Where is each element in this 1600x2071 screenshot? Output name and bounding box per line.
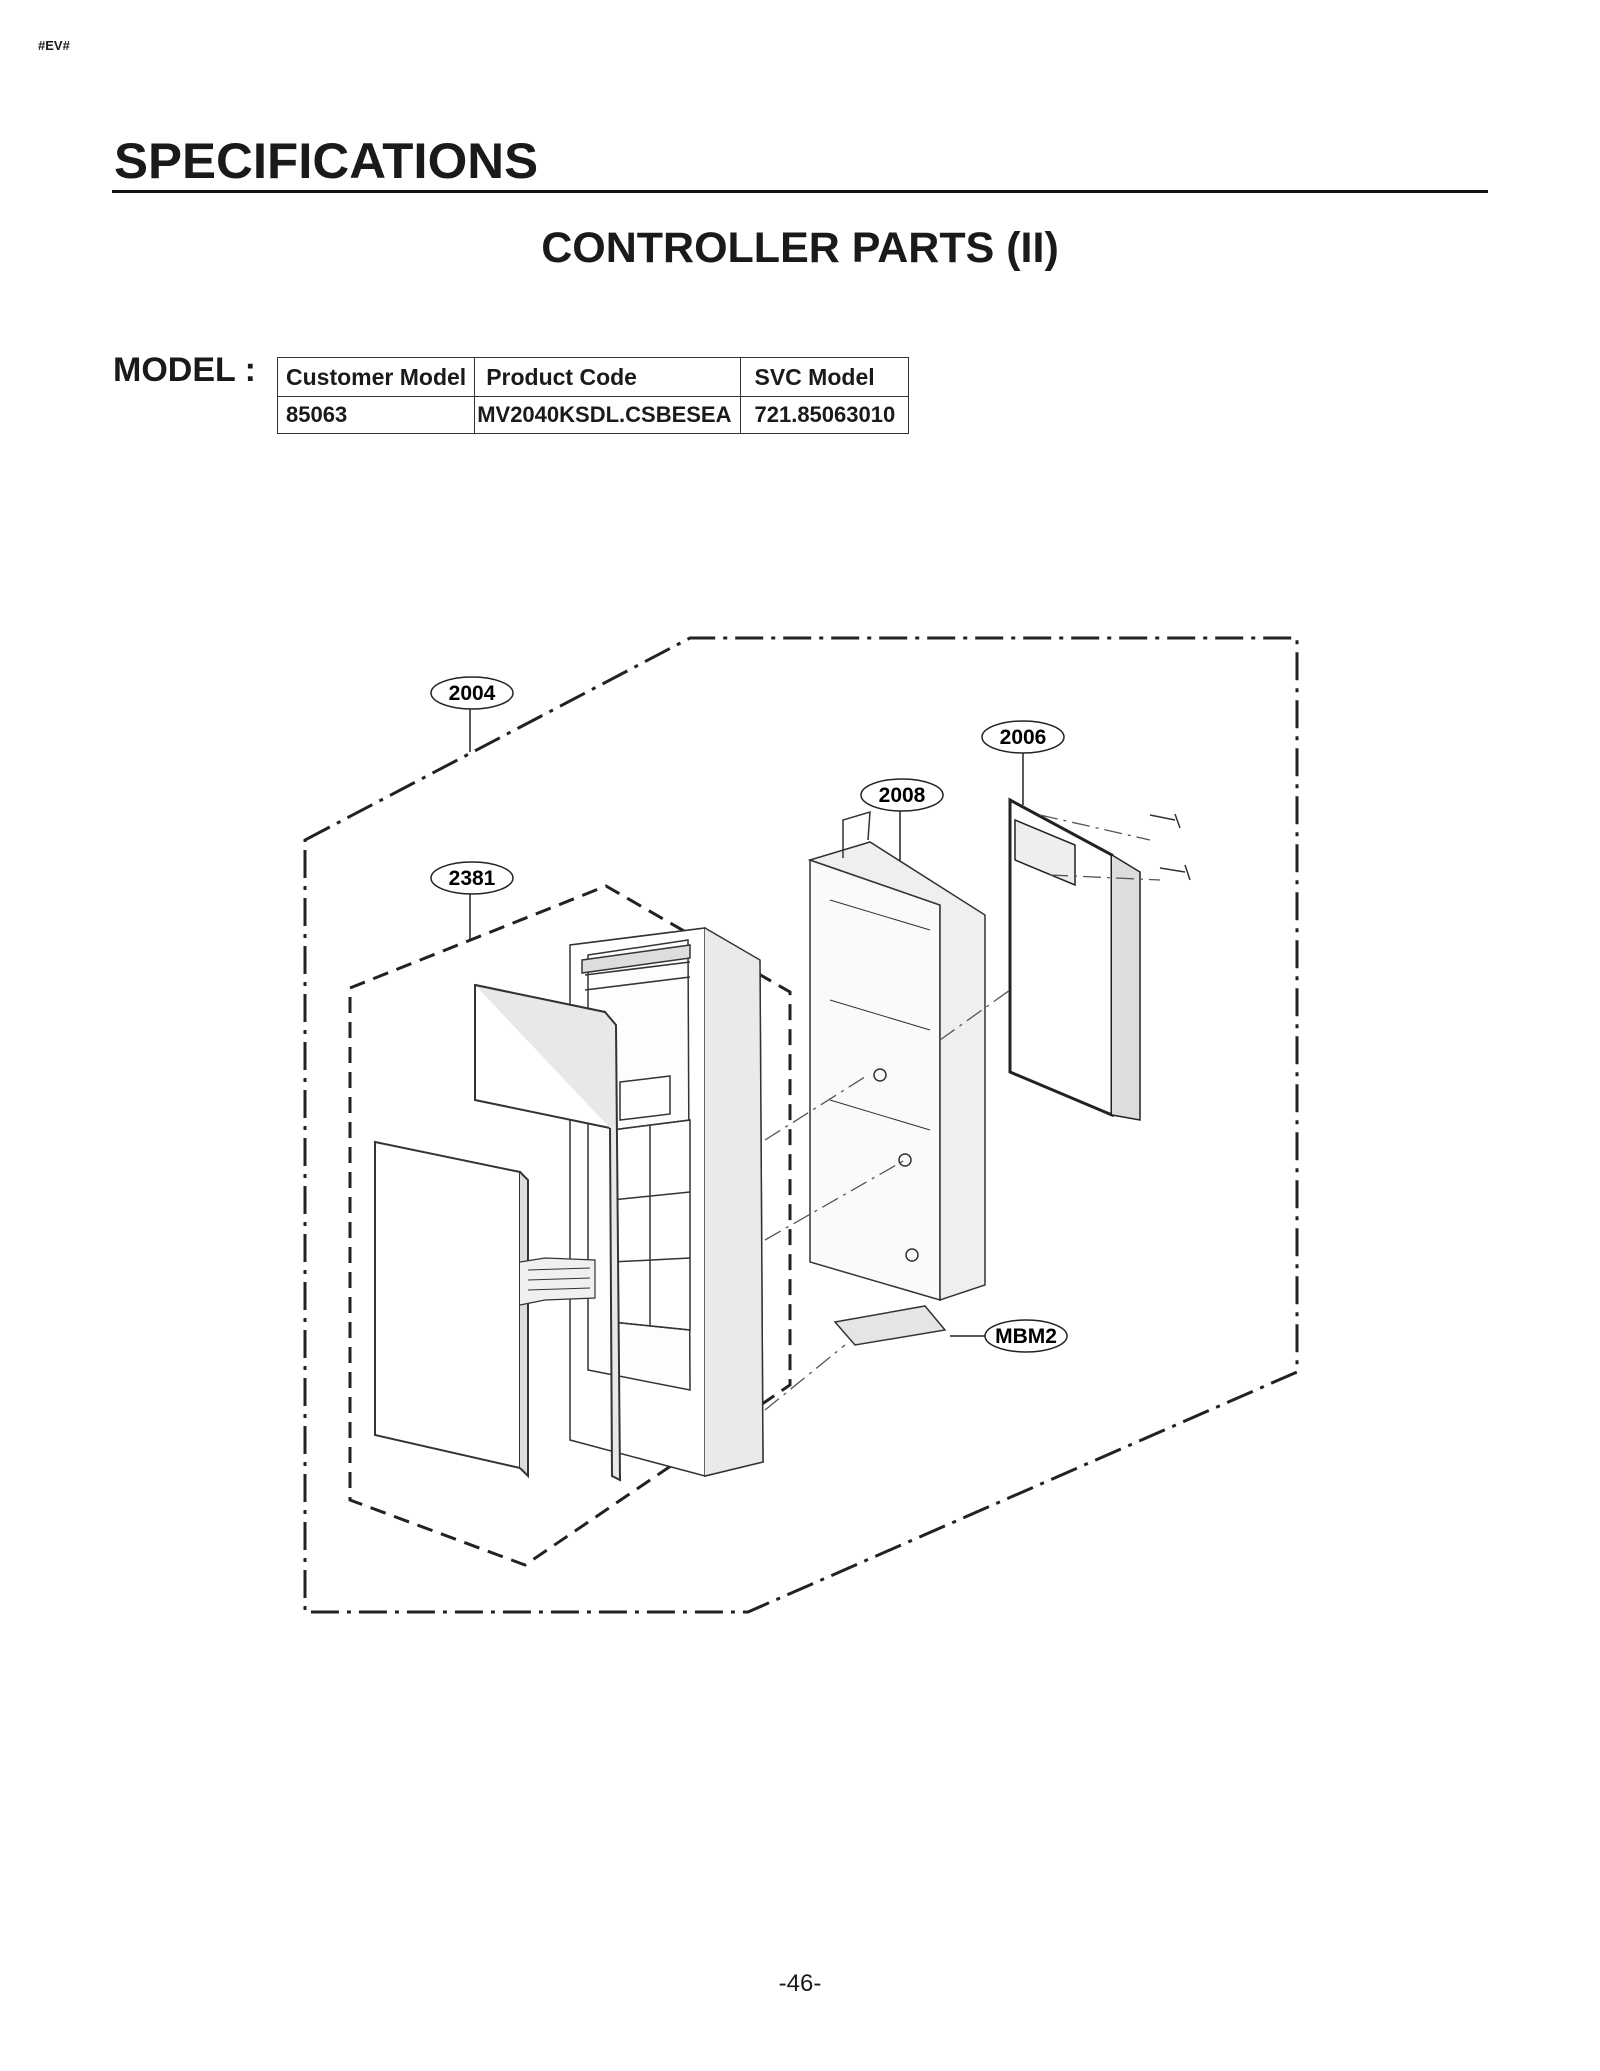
page-subtitle: CONTROLLER PARTS (II) xyxy=(541,224,1059,272)
callout-2381: 2381 xyxy=(430,861,514,895)
model-label: MODEL : xyxy=(113,351,256,389)
cell-customer-model: 85063 xyxy=(276,396,476,434)
mbm2-strip xyxy=(833,1305,947,1346)
column-header-svc-model: SVC Model xyxy=(739,357,909,397)
pcb-board xyxy=(1008,797,1141,1121)
membrane-keypad-sheet xyxy=(374,1140,596,1479)
callout-2008-label: 2008 xyxy=(879,784,926,807)
pcb-holder-bracket xyxy=(807,810,986,1302)
callout-2008: 2008 xyxy=(860,778,944,812)
callout-mbm2-label: MBM2 xyxy=(995,1325,1057,1348)
window-sheet xyxy=(474,983,622,1482)
page-number: -46- xyxy=(778,1970,822,1997)
callout-2004: 2004 xyxy=(430,676,514,710)
model-table-header-row: Customer Model Product Code SVC Model xyxy=(276,357,909,397)
document-code-tag: #EV# xyxy=(38,38,70,53)
mounting-screws xyxy=(1149,813,1191,881)
cell-svc-model: 721.85063010 xyxy=(739,396,909,434)
column-header-customer-model: Customer Model xyxy=(276,357,476,397)
title-divider xyxy=(112,190,1488,193)
callout-2006: 2006 xyxy=(981,720,1065,754)
column-header-product-code: Product Code xyxy=(474,357,741,397)
callout-2381-label: 2381 xyxy=(449,867,496,890)
callout-2006-label: 2006 xyxy=(1000,726,1047,749)
model-table: Customer Model Product Code SVC Model 85… xyxy=(276,357,909,434)
outer-assembly-boundary xyxy=(303,636,1299,1614)
alignment-lines xyxy=(764,814,1161,1411)
cell-product-code: MV2040KSDL.CSBESEA xyxy=(474,396,741,434)
section-title: SPECIFICATIONS xyxy=(114,133,539,189)
callout-2004-label: 2004 xyxy=(449,682,496,705)
model-table-row: 85063 MV2040KSDL.CSBESEA 721.85063010 xyxy=(276,396,909,434)
callout-mbm2: MBM2 xyxy=(984,1319,1068,1353)
inner-assembly-boundary xyxy=(348,884,792,1567)
